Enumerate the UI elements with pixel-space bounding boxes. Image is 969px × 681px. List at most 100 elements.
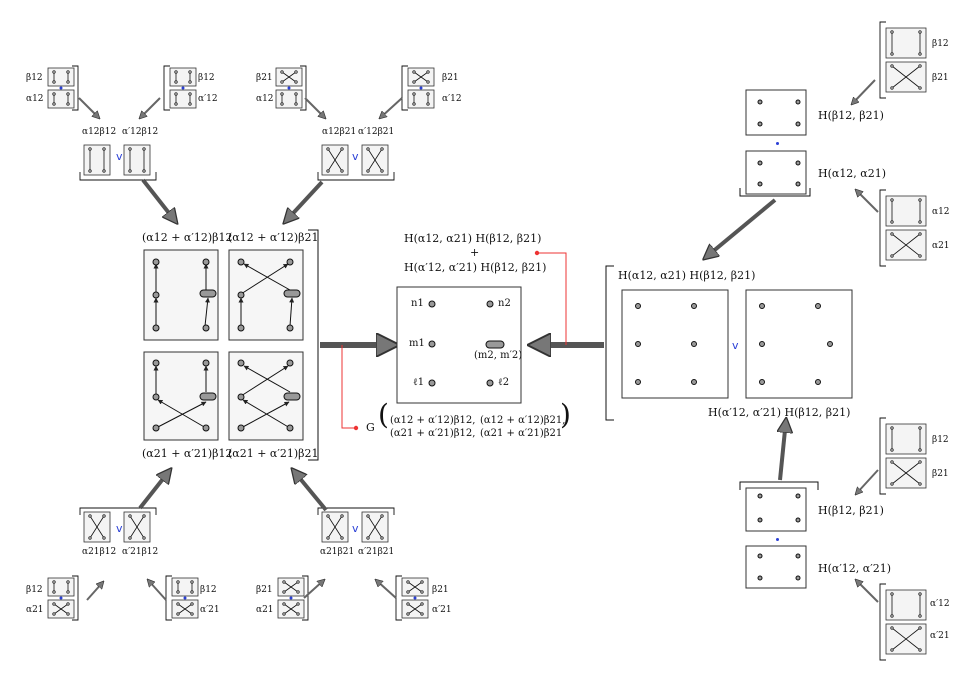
dot-bl-b [183,596,187,600]
arrow-bl-to-main [138,470,170,510]
far-d-top: α′12 [930,599,950,609]
g-label: G [366,421,375,434]
right-bracket [605,265,614,421]
bracket-tr-a [300,65,307,111]
far-a-bottom: β21 [932,73,949,83]
pair-tr-right: α′12β21 [358,127,395,137]
bracket-bl-a [72,575,79,621]
mini-tl-pair2 [123,144,151,176]
right-big-bottom-label: H(α′12, α′21) H(β12, β21) [708,406,851,419]
bracket-br-a [302,575,309,621]
upper-bracket [739,188,811,197]
mini-far-b1 [885,195,927,227]
left-top-label-2: (α12 + α′12)β21 [228,231,319,244]
tl-b-bottom: α′12 [198,94,218,104]
bracket-far-d [879,583,886,661]
panel-bl-graph [152,359,217,432]
dot-tl-a [59,86,63,90]
far-c-top: β12 [932,435,949,445]
lower-box-2 [745,545,807,589]
mini-tr-b2 [407,89,435,109]
g-row1-a: (α12 + α′12)β12, [390,415,476,426]
br-b-top: β21 [432,585,449,595]
or-symbol-bl: v [116,522,123,535]
left-main-group [143,229,319,461]
mini-tr-a1 [275,67,303,87]
panel-tl-graph [152,258,217,332]
bracket-tr-b [401,65,408,111]
arrow-tr-to-main [285,180,324,222]
or-symbol-br: v [352,522,359,535]
mini-bl-pair1 [83,511,111,543]
bl-a-bottom: α21 [26,605,44,615]
mini-br-pair1 [321,511,349,543]
lower-dot [776,538,779,541]
or-symbol-right: v [732,339,739,352]
small-box-layer [47,21,927,661]
bracket-far-b [879,189,886,267]
mini-far-a1 [885,27,927,59]
node-n2: n2 [498,298,511,309]
mini-br-a1 [277,577,305,597]
mini-far-b2 [885,229,927,261]
center-expr-line1: H(α12, α21) H(β12, β21) [404,232,542,245]
node-l2: ℓ2 [498,377,510,388]
mini-tl-pair1 [83,144,111,176]
bracket-bl-b [165,575,172,621]
mini-br-b2 [401,599,429,619]
dot-tr-a [287,86,291,90]
tl-a-bottom: α12 [26,94,44,104]
dot-bl-a [59,596,63,600]
dot-br-b [413,596,417,600]
bracket-far-c [879,417,886,495]
tl-a-top: β12 [26,73,43,83]
far-c-bottom: β21 [932,469,949,479]
center-plus: + [470,246,480,259]
bracket-tl-b [163,65,170,111]
lower-box2-label: H(α′12, α′21) [818,562,892,575]
arrow-tl-to-main [141,178,176,222]
left-top-label-1: (α12 + α′12)β12 [142,231,233,244]
mini-far-d1 [885,589,927,621]
panel-br-graph [237,359,301,432]
mini-tl-b2 [169,89,197,109]
arrow-lower-to-right [780,420,786,481]
br-a-top: β21 [256,585,273,595]
pair-tl-left: α12β12 [82,127,117,137]
far-d-bottom: α′21 [930,631,950,641]
left-bracket [308,229,319,461]
mini-tl-a2 [47,89,75,109]
center-graph [341,250,567,431]
panel-tr-graph [237,258,301,332]
node-m1: m1 [409,338,425,349]
bl-b-top: β12 [200,585,217,595]
pair-tl-right: α′12β12 [122,127,159,137]
upper-box1-label: H(β12, β21) [818,109,884,122]
mini-tr-pair2 [361,144,389,176]
lower-box1-label: H(β12, β21) [818,504,884,517]
bl-b-bottom: α′21 [200,605,220,615]
tl-b-top: β12 [198,73,215,83]
big-arrow-layer [138,178,786,512]
red-connector-top [537,252,567,345]
tr-a-bottom: α12 [256,94,274,104]
mini-bl-a1 [47,577,75,597]
right-big-top-label: H(α12, α21) H(β12, β21) [618,269,756,282]
dot-tl-b [181,86,185,90]
upper-box2-label: H(α12, α21) [818,167,887,180]
dot-tr-b [419,86,423,90]
red-connector-bottom [341,345,356,429]
upper-box-1 [745,89,807,136]
mini-br-b1 [401,577,429,597]
mini-bl-pair2 [123,511,151,543]
left-bottom-label-2: (α21 + α′21)β21 [228,447,319,460]
mini-tr-pair1 [321,144,349,176]
mini-tl-b1 [169,67,197,87]
center-expr-line2: H(α′12, α′21) H(β12, β21) [404,261,547,274]
left-bottom-label-1: (α21 + α′21)β12 [142,447,233,460]
bracket-far-a [879,21,886,99]
pair-br-left: α21β21 [320,547,355,557]
tr-b-bottom: α′12 [442,94,462,104]
thin-arrow-layer [78,79,879,603]
